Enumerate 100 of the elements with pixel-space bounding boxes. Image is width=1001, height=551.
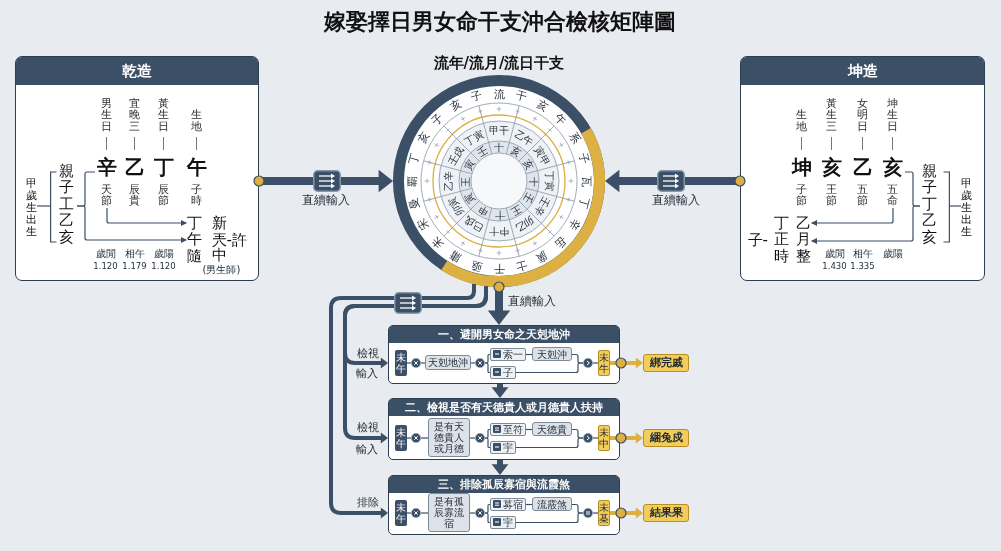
connector-line [484, 428, 491, 439]
ring-label: 午 [551, 110, 570, 130]
ring-label: 乙辛 [443, 170, 455, 192]
vertical-tag: 未午 [394, 499, 407, 526]
value-label: 1.179 [122, 260, 147, 271]
arrow [610, 507, 643, 519]
ring-label: 十 [493, 141, 505, 153]
column-label: 女明日 [857, 97, 868, 133]
branch-box [489, 515, 516, 529]
ring-label: 丁寅 [543, 170, 555, 192]
ring-label: 干 [513, 88, 530, 106]
column-label: 生地 [191, 109, 202, 133]
process-header: 一、避開男女命之天剋地沖 [389, 326, 619, 343]
value-caption: 歲陽 [882, 247, 903, 259]
connector-line [525, 503, 533, 506]
ring-label: 亥 [414, 128, 433, 148]
connector-line [592, 512, 599, 514]
large-character: 乙 [123, 154, 146, 179]
ring-label: 亥 [508, 144, 524, 159]
ring-label: 廣 [533, 246, 552, 266]
connector-line [406, 512, 412, 514]
stem-character: 中 [211, 246, 227, 263]
chevron-circle-icon [582, 357, 593, 368]
condition-box: 天剋地沖 [424, 355, 471, 370]
flow-note: 輸入 [356, 443, 378, 455]
connector-line [420, 362, 426, 364]
connector-line [484, 503, 491, 514]
ring-label: 丁 [574, 195, 592, 212]
value-caption: 歲閒 [95, 247, 116, 259]
process-header: 三、排除孤辰寡宿與流霞煞 [389, 476, 619, 493]
connector-line [515, 437, 584, 449]
ring-label: 丁 [406, 150, 424, 168]
ring-label: 壬 [521, 190, 536, 206]
connector-line [420, 437, 429, 439]
panel-header: 坤造 [741, 57, 984, 85]
ring-label: 十 [493, 209, 505, 221]
connector-line [406, 362, 412, 364]
large-character: 辛 [95, 154, 118, 179]
arrow [329, 284, 476, 519]
condition-box: 是有天德貴人或月德 [427, 418, 470, 457]
vertical-label: 甲歲生出生 [25, 177, 37, 238]
column-label: 王節 [826, 183, 837, 207]
ring-label: 流 [492, 87, 506, 102]
flow-note: 輸入 [356, 367, 378, 379]
column-label: 天節 [101, 183, 112, 207]
connector-line [406, 437, 412, 439]
times-circle-icon [474, 507, 485, 518]
column-label: 辰節 [158, 183, 169, 207]
branch-text: 募宿 [502, 498, 523, 510]
ring-label: 士 [513, 256, 530, 274]
connector-line [470, 362, 476, 364]
arrow [487, 281, 511, 325]
diagram-title: 嫁娶擇日男女命干支沖合檢核矩陣圖 [324, 8, 676, 36]
branch-text: 宇 [502, 516, 513, 528]
vertical-label: 甲歲生出生 [960, 177, 972, 238]
edge-label: 檢視 [356, 347, 380, 359]
connector-line [592, 437, 599, 439]
connector-line [484, 362, 491, 374]
connector-line [420, 512, 429, 514]
ring-label: 乙午 [512, 127, 536, 147]
connector-line [484, 437, 491, 449]
arrow [106, 207, 187, 226]
vertical-label: 親子工乙亥 [58, 162, 74, 245]
wheel-title: 流年/流月/流日干支 [433, 54, 565, 72]
value-caption: 相午 [124, 247, 145, 259]
large-character: 午 [185, 154, 208, 179]
large-character: 亥 [881, 154, 904, 179]
card-panel [15, 56, 259, 281]
card-panel [740, 56, 985, 281]
ring-label: 丁寅 [462, 127, 486, 147]
connector-line [469, 437, 476, 439]
condition-box: 天剋沖 [531, 347, 572, 361]
vertical-tag: 未棊 [597, 499, 610, 526]
column-label: 五命 [887, 183, 898, 207]
ring-label: 岳 [551, 233, 570, 253]
edge-label: 直續輸入 [507, 294, 557, 308]
column-label: 男生日 [101, 97, 112, 133]
branch-text: 索一 [502, 348, 523, 360]
vertical-label: 親子丁乙亥 [921, 162, 937, 245]
ring-label: 亥 [446, 96, 465, 116]
edge-label: 檢視 [356, 421, 380, 433]
connector-line [36, 205, 51, 207]
arrow [491, 460, 509, 475]
ring-label: 辛 [564, 215, 584, 234]
connector-line [515, 512, 584, 524]
equals-circle-icon [582, 507, 593, 518]
connector-line [484, 512, 491, 524]
note-label: (男生師) [202, 263, 241, 275]
vertical-label: 乙月整 [795, 214, 811, 264]
branch-box [489, 365, 516, 379]
ring-label: 覇 [405, 174, 420, 188]
vertical-tag: 未中 [597, 424, 610, 451]
ring-label: 庸 [446, 246, 465, 266]
column-label: 黃生三 [826, 97, 837, 133]
branch-text: 至符 [502, 423, 523, 435]
arrow [610, 432, 643, 444]
connector-line [525, 428, 533, 431]
branch-box [489, 347, 526, 361]
column-label: 子時 [191, 183, 202, 207]
process-box [388, 398, 620, 460]
